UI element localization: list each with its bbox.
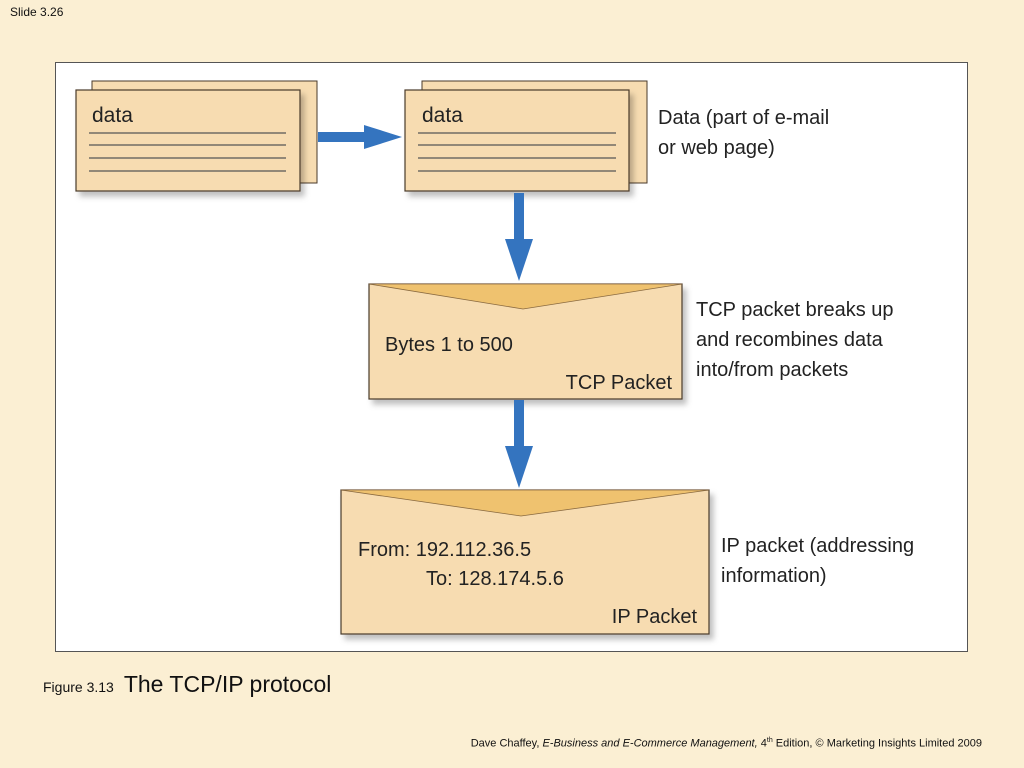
footer-citation: Dave Chaffey, E-Business and E-Commerce … <box>471 737 982 750</box>
ip-note-line-2: information) <box>721 565 827 587</box>
data-note-line-1: Data (part of e-mail <box>658 107 829 129</box>
arrow-down-to-ip <box>505 400 533 488</box>
ip-packet-envelope: From: 192.112.36.5 To: 128.174.5.6 IP Pa… <box>340 489 710 635</box>
footer-author: Dave Chaffey, <box>470 737 540 750</box>
figure-caption: Figure 3.13 The TCP/IP protocol <box>43 671 331 698</box>
ip-note: IP packet (addressing information) <box>721 535 914 587</box>
data-document-stack-left: data <box>75 80 318 192</box>
footer-edition-sup: th <box>766 737 773 744</box>
data-note: Data (part of e-mail or web page) <box>658 107 829 159</box>
tcp-note: TCP packet breaks up and recombines data… <box>696 299 894 381</box>
footer-rest: Edition, © Marketing Insights Limited 20… <box>775 737 982 750</box>
footer-edition-number: 4 <box>760 737 767 750</box>
tcp-bytes-text: Bytes 1 to 500 <box>385 334 513 356</box>
ip-from-text: From: 192.112.36.5 <box>358 539 531 561</box>
tcp-ip-diagram: data data Data (part of e-mail or web pa… <box>75 80 914 635</box>
data-document-stack-right: data <box>404 80 648 192</box>
tcp-note-line-2: and recombines data <box>696 329 884 351</box>
diagram-panel: data data Data (part of e-mail or web pa… <box>55 62 968 652</box>
arrow-down-to-tcp <box>505 193 533 281</box>
tcp-note-line-1: TCP packet breaks up <box>696 299 894 321</box>
data-note-line-2: or web page) <box>658 137 775 159</box>
tcp-note-line-3: into/from packets <box>696 359 848 381</box>
tcp-packet-label: TCP Packet <box>566 372 673 394</box>
ip-note-line-1: IP packet (addressing <box>721 535 914 557</box>
footer-book-title: E-Business and E-Commerce Management, <box>542 737 758 750</box>
ip-to-text: To: 128.174.5.6 <box>426 568 564 590</box>
data-label-right: data <box>422 104 463 127</box>
figure-label: Figure 3.13 <box>43 679 114 695</box>
arrow-right <box>318 125 402 149</box>
figure-title: The TCP/IP protocol <box>123 671 332 697</box>
ip-packet-label: IP Packet <box>612 606 698 628</box>
tcp-packet-envelope: Bytes 1 to 500 TCP Packet <box>368 283 683 400</box>
data-label-left: data <box>92 104 133 127</box>
slide-number: Slide 3.26 <box>10 5 64 19</box>
